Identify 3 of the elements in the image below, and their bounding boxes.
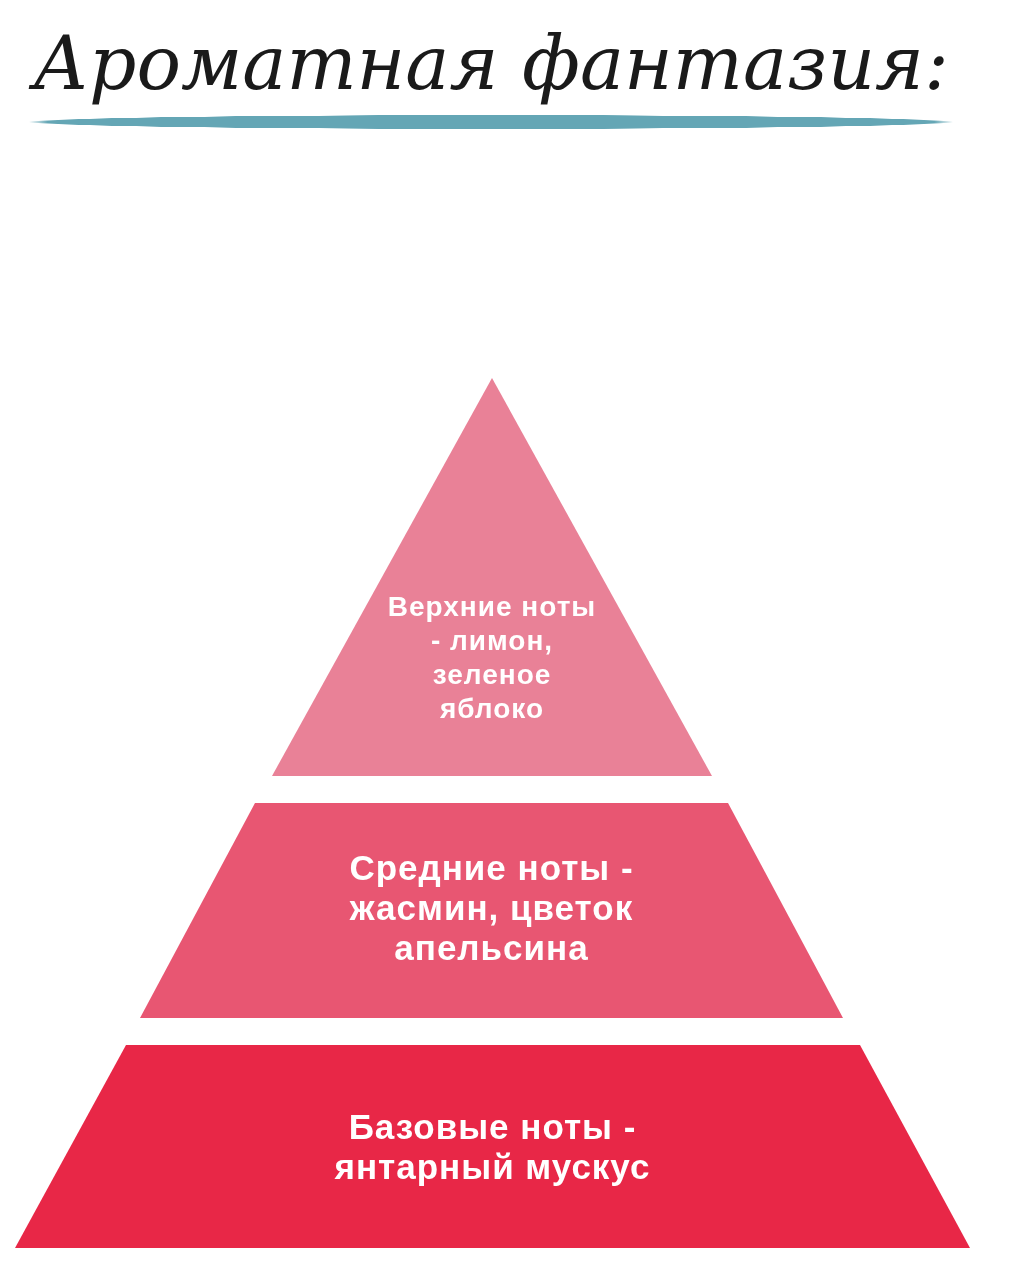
- tier-label: Средние ноты - жасмин, цветок апельсина: [348, 848, 635, 968]
- tier-label: Базовые ноты - янтарный мускус: [333, 1107, 652, 1187]
- tier-label: Верхние ноты - лимон, зеленое яблоко: [387, 590, 597, 726]
